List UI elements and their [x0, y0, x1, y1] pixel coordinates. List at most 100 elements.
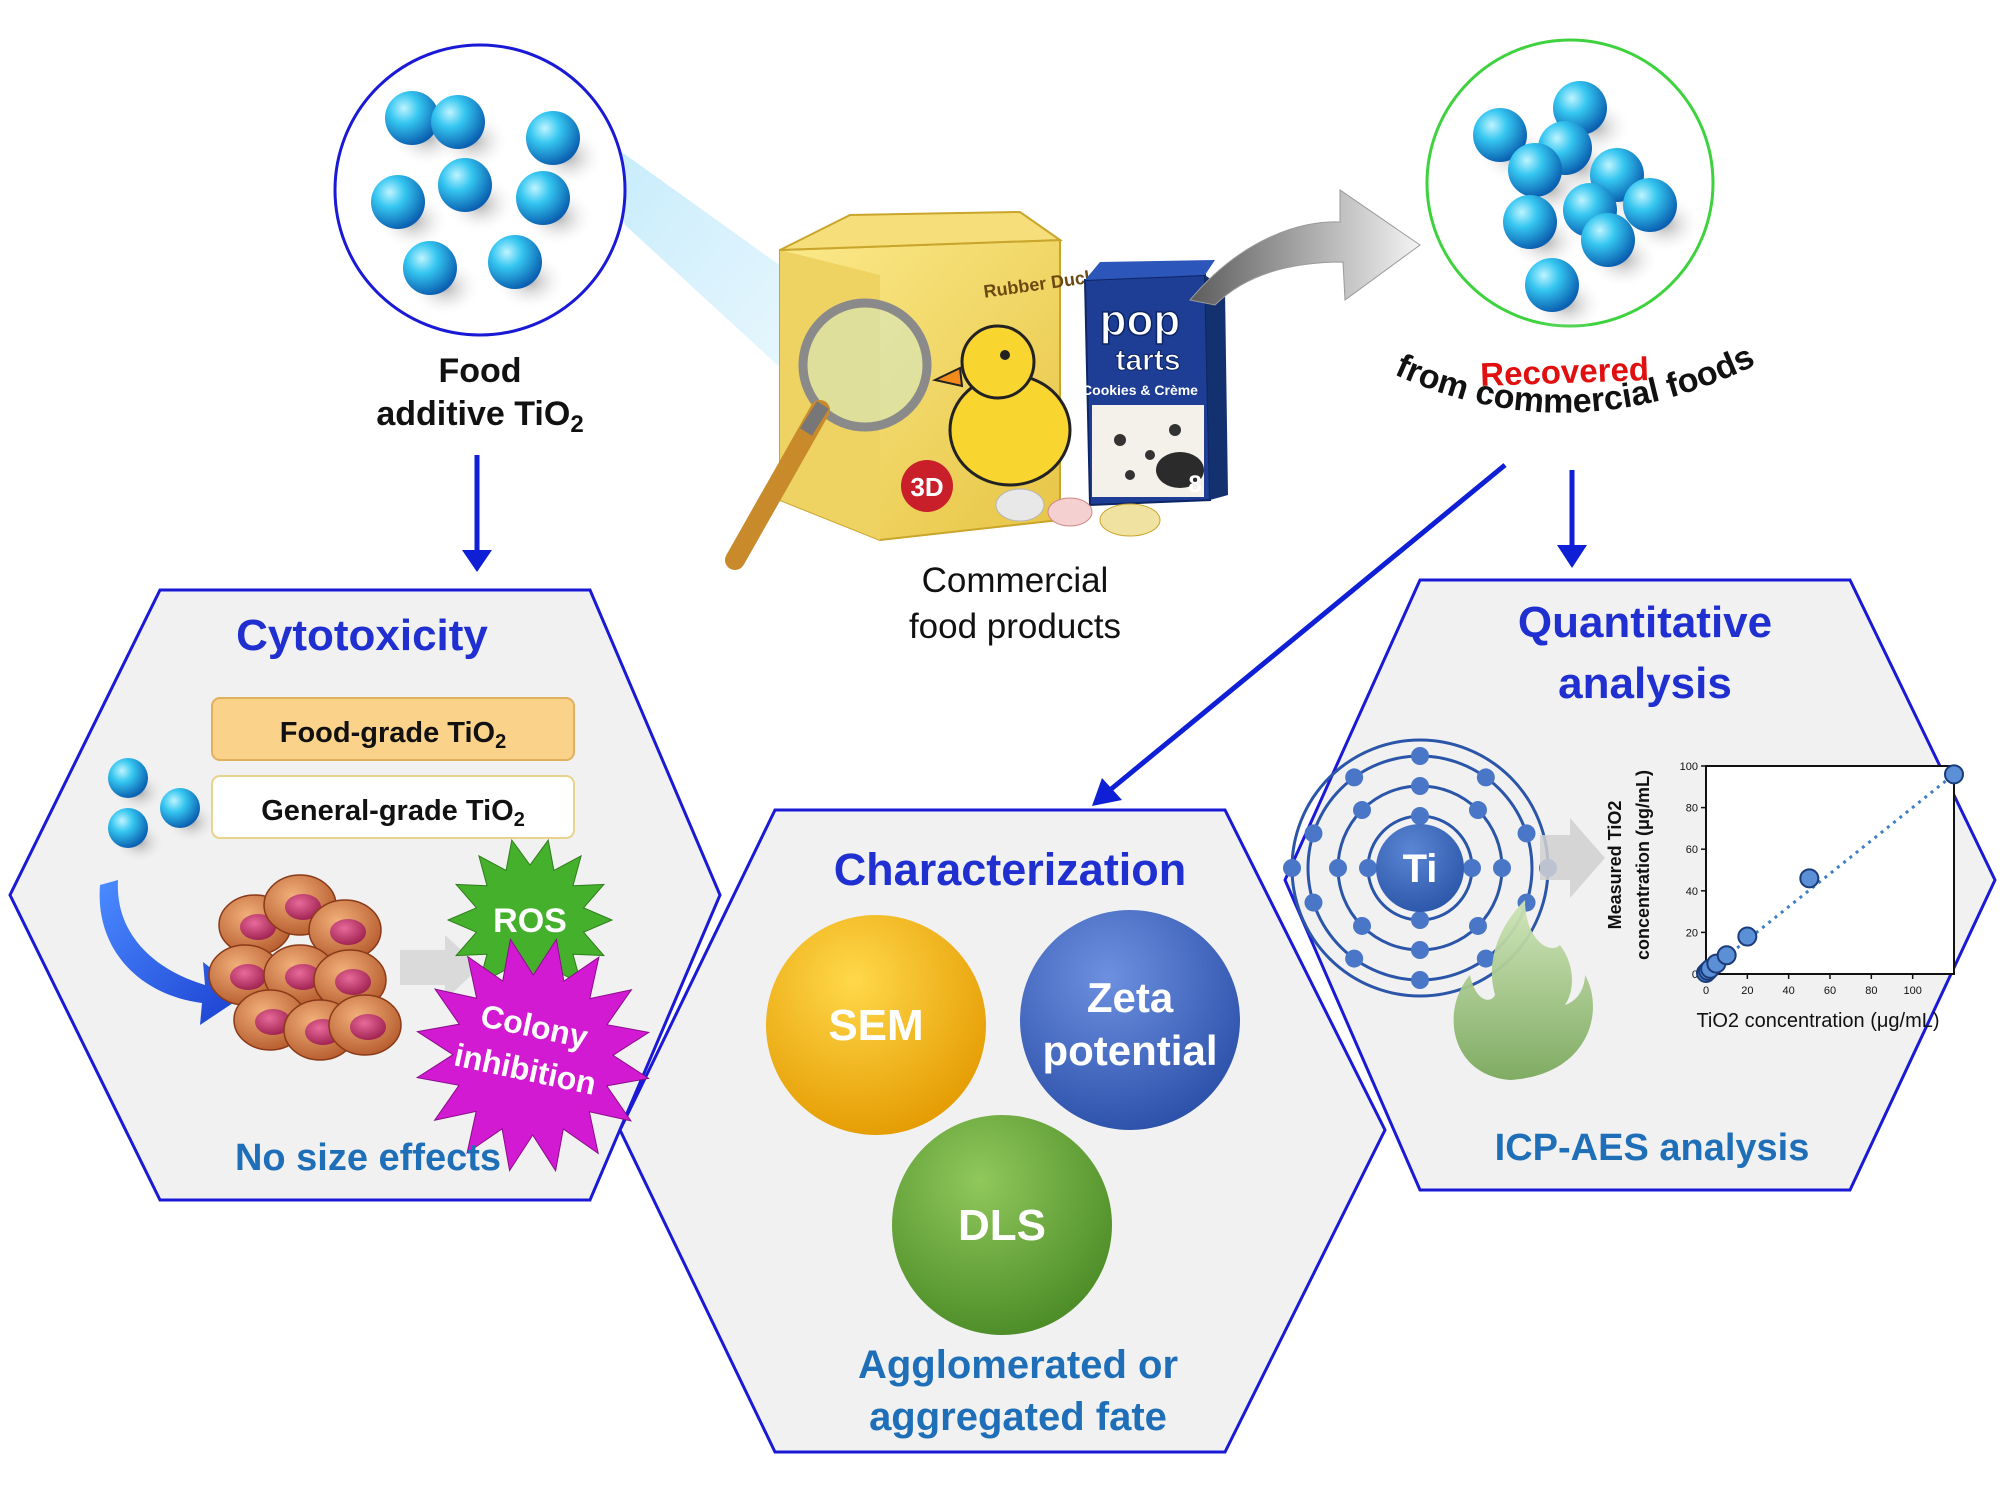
y-tick-label: 100	[1680, 761, 1698, 773]
y-tick-label: 40	[1686, 886, 1698, 898]
y-tick-label: 60	[1686, 844, 1698, 856]
electron	[1468, 916, 1487, 935]
electron	[1411, 747, 1429, 765]
nanoparticle	[1508, 143, 1562, 197]
ti-atom-label: Ti	[1403, 847, 1438, 891]
cytotoxicity-footer: No size effects	[235, 1137, 501, 1179]
nanoparticle	[1581, 213, 1635, 267]
nanoparticle	[108, 808, 148, 848]
poptarts-flavor: Cookies & Crème	[1082, 382, 1198, 398]
x-tick-label: 80	[1865, 985, 1877, 997]
electron	[1329, 859, 1347, 877]
nanoparticle	[1623, 178, 1677, 232]
characterization-title: Characterization	[834, 844, 1187, 895]
recovered-word: Recovered	[1480, 350, 1650, 393]
food-additive-circle	[333, 43, 627, 337]
commercial-line2: food products	[909, 607, 1121, 646]
y-tick-label: 80	[1686, 803, 1698, 815]
nanoparticles-cytotoxicity	[108, 758, 218, 864]
x-tick-label: 0	[1703, 985, 1709, 997]
poptarts-logo-top: pop	[1100, 296, 1181, 345]
quantitative-title-1: Quantitative	[1518, 598, 1772, 647]
cell-nucleus	[240, 914, 276, 940]
nanoparticle	[108, 758, 148, 798]
chart-ylabel-2: concentration (μg/mL)	[1633, 770, 1653, 960]
nanoparticle	[403, 241, 457, 295]
x-tick-label: 60	[1824, 985, 1836, 997]
cell-nucleus	[335, 969, 371, 995]
cell-nucleus	[285, 964, 321, 990]
characterization-footer-2: aggregated fate	[869, 1395, 1167, 1439]
chart-xlabel: TiO2 concentration (μg/mL)	[1696, 1010, 1939, 1032]
nanoparticle	[516, 171, 570, 225]
electron	[1411, 777, 1429, 795]
nanoparticle	[1473, 108, 1527, 162]
electron	[1411, 911, 1429, 929]
cell-cluster	[208, 874, 402, 1061]
electron	[1463, 859, 1481, 877]
x-tick-label: 20	[1741, 985, 1753, 997]
electron	[1476, 768, 1495, 787]
subscript-2: 2	[570, 411, 583, 438]
cell-nucleus	[350, 1014, 386, 1040]
ros-burst: ROS	[446, 838, 614, 1002]
electron	[1411, 941, 1429, 959]
general-grade-label-box: General-grade TiO2	[211, 775, 575, 839]
flame-icon	[1453, 900, 1593, 1080]
ti-atom-model: Ti	[1283, 738, 1557, 998]
electron	[1411, 971, 1429, 989]
nanoparticle	[431, 95, 485, 149]
quantitative-footer: ICP-AES analysis	[1495, 1127, 1810, 1169]
arrow-down-right	[1557, 470, 1587, 568]
general-grade-label: General-grade TiO2	[261, 795, 525, 831]
nanoparticle	[488, 235, 542, 289]
dls-label: DLS	[958, 1201, 1046, 1250]
data-point	[1799, 868, 1820, 889]
electron	[1517, 824, 1536, 843]
data-point	[1737, 926, 1758, 947]
ros-label: ROS	[493, 902, 567, 940]
nanoparticle	[385, 91, 439, 145]
electrons	[1283, 747, 1557, 989]
sem-circle: SEM	[766, 915, 986, 1135]
nanoparticle	[438, 158, 492, 212]
electron	[1476, 949, 1495, 968]
arrow-diagonal-to-characterization	[1092, 463, 1507, 806]
nanoparticle	[1503, 195, 1557, 249]
electron	[1468, 801, 1487, 820]
zeta-label-2: potential	[1043, 1027, 1218, 1074]
food-additive-line2: additive TiO2	[376, 395, 583, 438]
cell-nucleus	[285, 894, 321, 920]
y-tick-label: 20	[1686, 927, 1698, 939]
cytotoxicity-title: Cytotoxicity	[236, 611, 488, 660]
trendline	[1705, 773, 1955, 975]
x-tick-label: 40	[1783, 985, 1795, 997]
electron	[1345, 949, 1364, 968]
nanoparticle	[371, 175, 425, 229]
x-tick-label: 100	[1903, 985, 1921, 997]
zeta-label-1: Zeta	[1087, 974, 1174, 1021]
nanoparticle-cluster-left	[371, 91, 605, 317]
electron	[1345, 768, 1364, 787]
cell-nucleus	[230, 964, 266, 990]
box-3d-label: 3D	[910, 472, 943, 502]
nanoparticle	[1525, 258, 1579, 312]
commercial-line1: Commercial	[922, 561, 1109, 600]
recovered-circle	[1425, 38, 1715, 334]
arrow-down-left	[462, 455, 492, 572]
nanoparticle-cluster-right	[1473, 81, 1702, 334]
nanoparticle	[526, 111, 580, 165]
food-products-illustration: 3D Rubber Duck pop tarts Cookies & Crème…	[725, 210, 1228, 570]
electron	[1304, 893, 1323, 912]
cell-nucleus	[330, 919, 366, 945]
food-grade-label-box: Food-grade TiO2	[211, 697, 575, 761]
zeta-circle: Zeta potential	[1020, 910, 1240, 1130]
characterization-footer-1: Agglomerated or	[858, 1343, 1178, 1387]
data-points	[1696, 764, 1964, 983]
data-point	[1944, 764, 1964, 785]
nanoparticle	[160, 788, 200, 828]
food-grade-label: Food-grade TiO2	[280, 717, 506, 753]
dls-circle: DLS	[892, 1115, 1112, 1335]
